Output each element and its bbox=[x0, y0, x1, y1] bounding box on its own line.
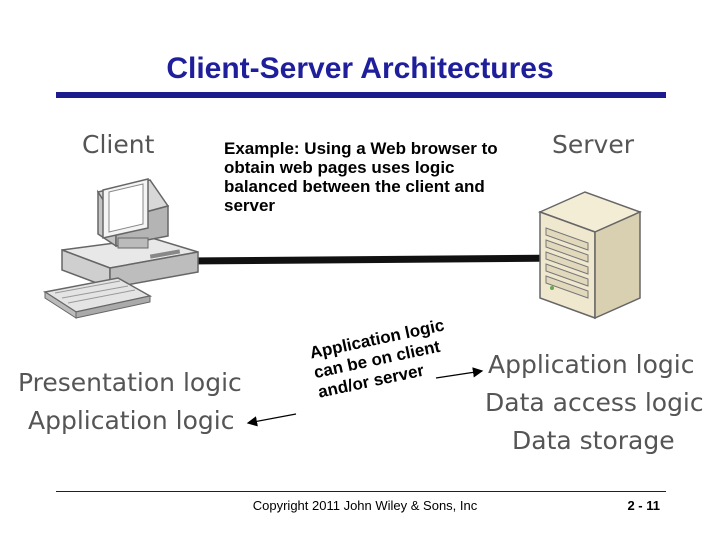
client-logic-2: Application logic bbox=[28, 406, 235, 435]
server-logic-1: Application logic bbox=[488, 350, 695, 379]
server-icon bbox=[537, 191, 643, 320]
slide-title: Client-Server Architectures bbox=[166, 52, 554, 85]
server-heading: Server bbox=[552, 130, 634, 159]
client-heading: Client bbox=[82, 130, 155, 159]
arrow-to-server bbox=[435, 367, 484, 379]
client-logic-1: Presentation logic bbox=[18, 368, 242, 397]
server-logic-3: Data storage bbox=[512, 426, 675, 455]
title-underline bbox=[56, 92, 666, 98]
copyright: Copyright 2011 John Wiley & Sons, Inc bbox=[252, 498, 478, 513]
page-number: 2 - 11 bbox=[627, 498, 660, 513]
example-text: Example: Using a Web browser to obtain w… bbox=[224, 139, 498, 215]
computer-icon bbox=[43, 178, 199, 319]
footer-rule bbox=[56, 491, 666, 492]
server-logic-2: Data access logic bbox=[485, 388, 704, 417]
network-cable bbox=[184, 254, 571, 265]
arrow-to-client bbox=[246, 413, 297, 427]
